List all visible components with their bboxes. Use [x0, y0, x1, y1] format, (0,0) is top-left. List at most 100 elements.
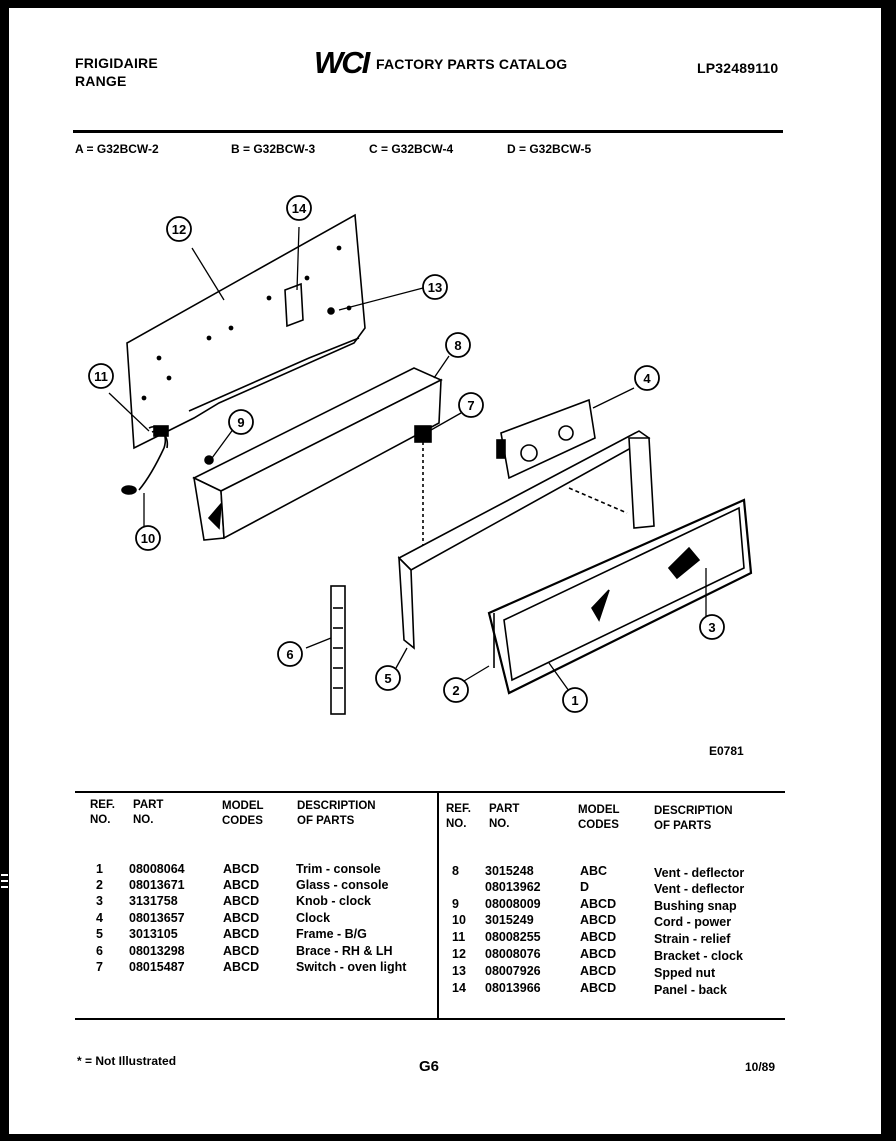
catalog-title: FACTORY PARTS CATALOG [376, 56, 568, 72]
callout-circle-6 [277, 641, 303, 667]
callout-circle-14 [286, 195, 312, 221]
callout-circle-9 [228, 409, 254, 435]
row-part: 08013298 [129, 944, 185, 958]
row-desc: Frame - B/G [296, 927, 367, 941]
row-ref: 9 [452, 897, 459, 911]
header-ref-line1: REF. [90, 799, 115, 811]
catalog-page: FRIGIDAIRE RANGE WCI FACTORY PARTS CATAL… [9, 8, 881, 1134]
row-ref: 8 [452, 864, 459, 878]
callout-circle-3 [699, 614, 725, 640]
model-a: A = G32BCW-2 [75, 142, 159, 156]
row-part: 08013962 [485, 880, 541, 894]
header-model-codes-right: MODEL CODES [578, 803, 620, 833]
row-ref: 14 [452, 981, 466, 995]
wci-logo-graphic: WCI [314, 45, 374, 80]
row-codes: ABCD [223, 894, 260, 908]
row-codes: ABCD [223, 944, 260, 958]
header-model-line2: CODES [578, 819, 619, 831]
header-ref-line1: REF. [446, 803, 471, 815]
row-ref: 4 [96, 911, 103, 925]
row-codes: ABCD [580, 947, 617, 961]
row-codes: D [580, 880, 590, 894]
page-number: G6 [419, 1058, 440, 1075]
header-part-line2: NO. [133, 814, 154, 826]
logo-text: WCI [314, 46, 372, 78]
callout-circle-10 [135, 525, 161, 551]
row-codes: ABCD [580, 930, 617, 944]
callout-circle-4 [634, 365, 660, 391]
row-ref: 5 [96, 927, 103, 941]
row-desc: Cord - power [654, 915, 732, 929]
row-ref: 11 [452, 930, 466, 944]
header-ref-no-left: REF. NO. [90, 798, 115, 828]
brace-part [330, 585, 346, 715]
row-desc: Vent - deflector [654, 882, 745, 896]
row-part: 08008009 [485, 897, 541, 911]
brand-name: FRIGIDAIRE [75, 55, 158, 71]
header-ref-no-right: REF. NO. [446, 802, 471, 832]
header-part-line1: PART [133, 799, 164, 811]
row-desc: Bracket - clock [654, 949, 743, 963]
callout-circle-7 [458, 392, 484, 418]
callout-11: 11 [94, 369, 108, 384]
row-part: 08013671 [129, 878, 185, 892]
row-codes: ABCD [580, 981, 617, 995]
row-ref: 3 [96, 894, 103, 908]
header-ref-line2: NO. [446, 818, 467, 830]
power-cord-part [121, 425, 169, 495]
row-desc: Switch - oven light [296, 960, 407, 974]
callout-circle-1 [562, 687, 588, 713]
header-model-line1: MODEL [578, 804, 620, 816]
bracket-part [284, 282, 304, 328]
callout-13: 13 [428, 280, 442, 295]
oven-light-switch-part [414, 425, 432, 443]
callout-leaders [108, 226, 707, 692]
scan-edge-marks [0, 872, 9, 902]
row-ref: 12 [452, 947, 466, 961]
header-desc-line1: DESCRIPTION [297, 800, 376, 812]
row-codes: ABCD [223, 911, 260, 925]
callout-circle-12 [166, 216, 192, 242]
row-ref: 13 [452, 964, 466, 978]
row-part: 3013105 [129, 927, 178, 941]
header-model-line1: MODEL [222, 800, 264, 812]
row-desc: Strain - relief [654, 932, 731, 946]
row-ref: 6 [96, 944, 103, 958]
row-codes: ABCD [223, 927, 260, 941]
callout-10: 10 [141, 531, 155, 546]
callout-4: 4 [643, 371, 651, 386]
row-codes: ABCD [223, 878, 260, 892]
callout-9: 9 [237, 415, 244, 430]
callout-12: 12 [172, 222, 186, 237]
wci-logo: WCI [313, 45, 375, 80]
table-top-rule [75, 791, 785, 793]
model-c: C = G32BCW-4 [369, 142, 454, 156]
header-ref-line2: NO. [90, 814, 111, 826]
model-d: D = G32BCW-5 [507, 142, 592, 156]
header-part-line1: PART [489, 803, 520, 815]
callout-7: 7 [467, 398, 474, 413]
header-desc-line1: DESCRIPTION [654, 805, 733, 817]
exploded-parts-diagram: 1 2 3 4 5 6 7 8 9 10 11 12 13 14 [88, 195, 753, 715]
catalog-number: LP32489110 [697, 60, 779, 76]
bushing-part [204, 455, 214, 465]
callout-circle-5 [375, 665, 401, 691]
callout-5: 5 [384, 671, 391, 686]
row-desc: Bushing snap [654, 899, 737, 913]
scan-marks-graphic [1, 874, 8, 888]
callout-circle-2 [443, 677, 469, 703]
speed-nut-part [327, 307, 335, 315]
row-part: 3131758 [129, 894, 178, 908]
header-divider [73, 130, 783, 133]
row-part: 08008255 [485, 930, 541, 944]
callout-6: 6 [286, 647, 293, 662]
header-model-codes-left: MODEL CODES [222, 799, 264, 829]
header-part-no-left: PART NO. [133, 798, 163, 828]
row-ref: 7 [96, 960, 103, 974]
row-desc: Panel - back [654, 983, 727, 997]
row-ref: 2 [96, 878, 103, 892]
row-codes: ABCD [580, 964, 617, 978]
header-description-left: DESCRIPTION OF PARTS [297, 799, 376, 829]
header-desc-line2: OF PARTS [297, 815, 355, 827]
row-ref: 1 [96, 862, 103, 876]
